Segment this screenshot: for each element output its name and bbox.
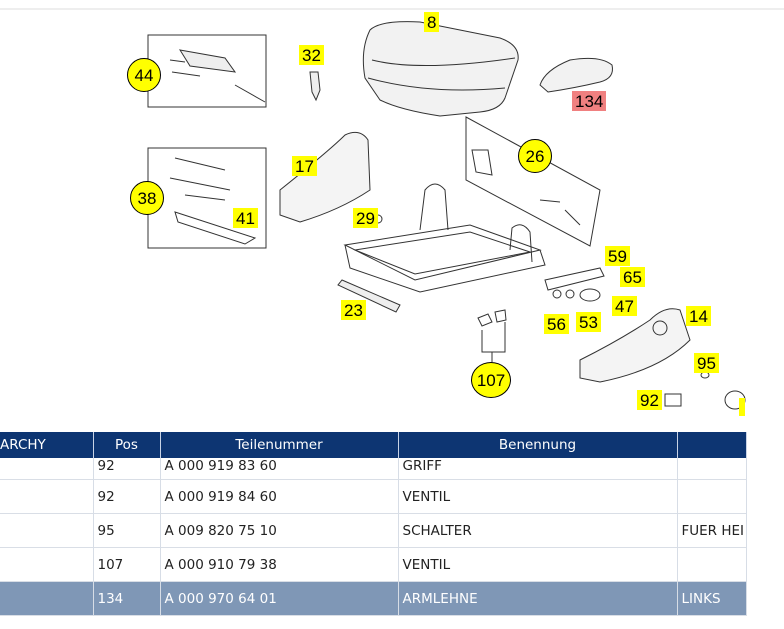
- cell-hierarchy: [0, 513, 94, 548]
- part-group-box-44: [147, 34, 267, 108]
- callout-53[interactable]: 53: [576, 312, 601, 332]
- callout-59[interactable]: 59: [605, 246, 630, 266]
- callout-107[interactable]: 107: [471, 362, 511, 398]
- armrest-drawing: [539, 57, 613, 93]
- cell-name: VENTIL: [398, 547, 678, 582]
- cell-part-number: A 009 820 75 10: [160, 513, 399, 548]
- callout-56[interactable]: 56: [544, 314, 569, 334]
- cell-extra: LINKS: [677, 581, 747, 616]
- column-header-extra[interactable]: [677, 432, 747, 458]
- cell-hierarchy: [0, 581, 94, 616]
- cell-pos: 92: [93, 458, 161, 480]
- callout-14[interactable]: 14: [686, 306, 711, 326]
- callout-17[interactable]: 17: [292, 156, 317, 176]
- cell-pos: 134: [93, 581, 161, 616]
- seat-frame-drawing: [343, 183, 546, 293]
- callout-26[interactable]: 26: [518, 139, 552, 173]
- column-header-teilenummer[interactable]: Teilenummer: [160, 432, 399, 458]
- cell-name: VENTIL: [398, 479, 678, 514]
- cell-extra: FUER HEI: [677, 513, 747, 548]
- cell-pos: 107: [93, 547, 161, 582]
- column-header-pos[interactable]: Pos: [93, 432, 161, 458]
- callout-44[interactable]: 44: [127, 58, 161, 92]
- cell-extra: [677, 479, 747, 514]
- table-row[interactable]: 95 A 009 820 75 10 SCHALTER FUER HEI: [0, 513, 747, 548]
- callout-32[interactable]: 32: [299, 45, 324, 65]
- cell-name: ARMLEHNE: [398, 581, 678, 616]
- callout-partial-right[interactable]: [739, 398, 745, 416]
- cell-pos: 92: [93, 479, 161, 514]
- cell-hierarchy: [0, 479, 94, 514]
- table-row[interactable]: 92 A 000 919 83 60 GRIFF: [0, 458, 747, 480]
- callout-29[interactable]: 29: [353, 208, 378, 228]
- cell-part-number: A 000 910 79 38: [160, 547, 399, 582]
- cell-name: GRIFF: [398, 458, 678, 480]
- table-header-row: ARCHY Pos Teilenummer Benennung: [0, 432, 747, 458]
- table-row[interactable]: 92 A 000 919 84 60 VENTIL: [0, 479, 747, 514]
- column-header-benennung[interactable]: Benennung: [398, 432, 678, 458]
- exploded-view-drawing: [0, 8, 784, 410]
- callout-134[interactable]: 134: [572, 91, 607, 111]
- cell-name: SCHALTER: [398, 513, 678, 548]
- cell-pos: 95: [93, 513, 161, 548]
- callout-65[interactable]: 65: [620, 267, 645, 287]
- seat-cushion-drawing: [362, 21, 519, 117]
- callout-41[interactable]: 41: [233, 208, 258, 228]
- callout-95[interactable]: 95: [694, 353, 719, 373]
- cell-hierarchy: [0, 458, 94, 480]
- callout-38[interactable]: 38: [130, 181, 164, 215]
- table-row[interactable]: 107 A 000 910 79 38 VENTIL: [0, 547, 747, 582]
- table-row-selected[interactable]: 134 A 000 970 64 01 ARMLEHNE LINKS: [0, 581, 747, 616]
- cell-extra: [677, 458, 747, 480]
- callout-92[interactable]: 92: [637, 390, 662, 410]
- cell-part-number: A 000 919 84 60: [160, 479, 399, 514]
- cell-hierarchy: [0, 547, 94, 582]
- parts-table: ARCHY Pos Teilenummer Benennung 92 A 000…: [0, 432, 747, 616]
- callout-23[interactable]: 23: [341, 300, 366, 320]
- callout-47[interactable]: 47: [612, 296, 637, 316]
- cell-extra: [677, 547, 747, 582]
- callout-8[interactable]: 8: [424, 12, 440, 32]
- column-header-hierarchy[interactable]: ARCHY: [0, 432, 94, 458]
- cell-part-number: A 000 970 64 01: [160, 581, 399, 616]
- cell-part-number: A 000 919 83 60: [160, 458, 399, 480]
- parts-diagram: 8 44 32 134 26 17 38 41 29 59 65 47 23 5…: [0, 8, 784, 416]
